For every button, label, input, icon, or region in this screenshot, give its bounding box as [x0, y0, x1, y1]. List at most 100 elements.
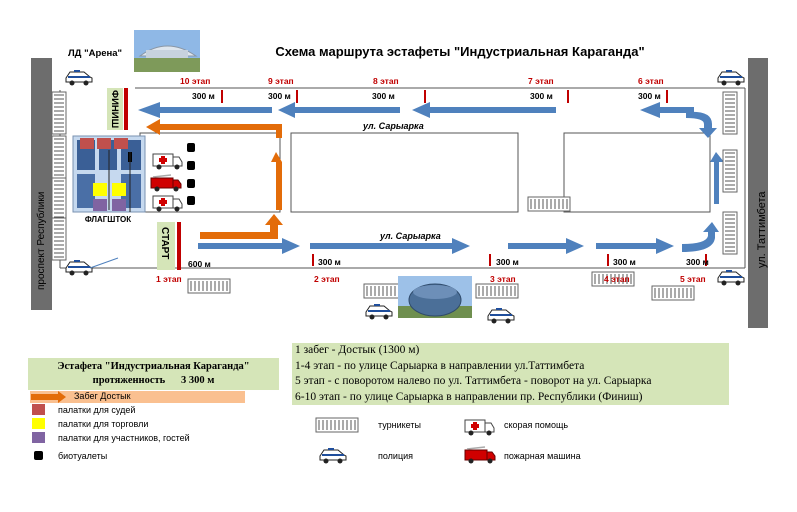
dostyk-arrow-icon — [31, 391, 66, 403]
turnstile-icon — [527, 196, 571, 212]
turnstile-icon — [722, 91, 738, 135]
dostyk-legend-band — [30, 391, 245, 403]
trade-tent-legend-icon — [32, 418, 45, 429]
city-block-right — [563, 132, 711, 213]
police-icon — [65, 69, 93, 86]
stage-name: 5 этап — [680, 274, 706, 284]
turnstile-icon — [475, 283, 519, 299]
arena-image — [134, 30, 200, 72]
info-line: 1 забег - Достык (1300 м) — [295, 344, 420, 356]
start-label: СТАРТ — [159, 227, 170, 259]
legend-turnstiles-label: турникеты — [378, 420, 421, 430]
turnstile-icon — [651, 285, 695, 301]
start-line — [177, 222, 181, 270]
police-icon — [65, 259, 93, 276]
police-icon — [487, 307, 515, 324]
fire-truck-legend-icon — [464, 446, 496, 465]
ambulance-legend-icon — [464, 419, 495, 436]
turnstile-icon — [51, 91, 67, 135]
fire-truck-icon — [150, 174, 182, 193]
toilet-icon — [187, 196, 195, 205]
route-arrows-top — [138, 102, 717, 138]
summary-length: протяженность 3 300 м — [28, 374, 279, 388]
toilet-icon — [187, 179, 195, 188]
stage-distance: 300 м — [372, 91, 395, 101]
stadium-building — [72, 135, 146, 213]
top-street-label: ул. Сарыарка — [362, 121, 424, 131]
police-icon — [365, 303, 393, 320]
start-band — [157, 222, 175, 270]
toilet-icon — [187, 143, 195, 152]
stage-name: 6 этап — [638, 76, 664, 86]
legend-fire-truck-label: пожарная машина — [504, 451, 581, 461]
finish-line — [124, 88, 128, 130]
stage-name: 9 этап — [268, 76, 294, 86]
legend-guests-label: палатки для участников, гостей — [58, 433, 190, 443]
stage-distance: 300 м — [268, 91, 291, 101]
stage-distance: 300 м — [192, 91, 215, 101]
police-legend-icon — [319, 447, 347, 464]
guests-tent — [93, 199, 107, 211]
bottom-street-label: ул. Сарыарка — [379, 231, 441, 241]
turnstile-icon — [51, 177, 67, 221]
turnstile-icon — [51, 217, 67, 261]
dostyk-legend-label: Забег Достык — [74, 391, 131, 401]
judges-tent — [80, 138, 94, 149]
stage-name: 3 этап — [490, 274, 516, 284]
trade-tent — [112, 183, 126, 196]
stage-name: 7 этап — [528, 76, 554, 86]
legend-toilets-label: биотуалеты — [58, 451, 108, 461]
right-street-label: ул. Таттимбета — [756, 191, 768, 268]
legend-ambulance-label: скорая помощь — [504, 420, 569, 430]
guests-tent-legend-icon — [32, 432, 45, 443]
turnstile-legend-icon — [315, 417, 359, 433]
judges-tent-legend-icon — [32, 404, 45, 415]
turnstile-icon — [722, 211, 738, 255]
stage-distance: 300 м — [496, 257, 519, 267]
summary-title: Эстафета "Индустриальная Караганда" — [57, 361, 250, 372]
police-icon — [717, 69, 745, 86]
stage-name: 8 этап — [373, 76, 399, 86]
city-block-center — [290, 132, 519, 213]
toilet-legend-icon — [34, 451, 43, 460]
stage-distance: 300 м — [318, 257, 341, 267]
stage-name: 2 этап — [314, 274, 340, 284]
info-line: 1-4 этап - по улице Сарыарка в направлен… — [295, 359, 585, 372]
ambulance-icon — [152, 195, 183, 212]
left-street-label: проспект Республики — [35, 192, 47, 290]
police-icon — [717, 269, 745, 286]
info-line: 5 этап - с поворотом налево по ул. Татти… — [295, 375, 652, 387]
stage-name: 4 этап — [604, 274, 630, 284]
length-label: протяженность — [92, 375, 166, 386]
legend-judges-label: палатки для судей — [58, 405, 136, 415]
stage-distance: 300 м — [530, 91, 553, 101]
route-arrows-bottom — [198, 152, 724, 254]
judges-tent — [97, 138, 111, 149]
turnstile-icon — [51, 135, 67, 179]
legend-police-label: полиция — [378, 451, 414, 461]
ambulance-icon — [152, 153, 183, 170]
route-info-box: 1 забег - Достык (1300 м) 1-4 этап - по … — [292, 343, 729, 405]
finish-label: ФИНИШ — [109, 90, 120, 128]
finish-band — [107, 88, 123, 130]
trade-tent — [93, 183, 107, 196]
toilet-icon — [187, 161, 195, 170]
stage-distance: 300 м — [613, 257, 636, 267]
stage-distance: 300 м — [686, 257, 709, 267]
stage-markers-top — [221, 90, 668, 103]
right-street-band — [748, 58, 768, 328]
turnstile-icon — [722, 149, 738, 193]
stadium-bottom-image — [398, 276, 472, 318]
stage-distance: 300 м — [638, 91, 661, 101]
guests-tent — [112, 199, 126, 211]
flagpole-label: ФЛАГШТОК — [85, 215, 131, 224]
stage-markers-bottom — [312, 254, 707, 266]
stage-distance: 600 м — [188, 259, 211, 269]
length-value: 3 300 м — [180, 375, 215, 386]
scheme-title: Схема маршрута эстафеты "Индустриальная … — [275, 44, 644, 59]
judges-tent — [114, 138, 128, 149]
dostyk-route — [146, 119, 283, 239]
info-line: 6-10 этап - по улице Сарыарка в направле… — [295, 390, 643, 403]
legend-trade-label: палатки для торговли — [58, 419, 149, 429]
